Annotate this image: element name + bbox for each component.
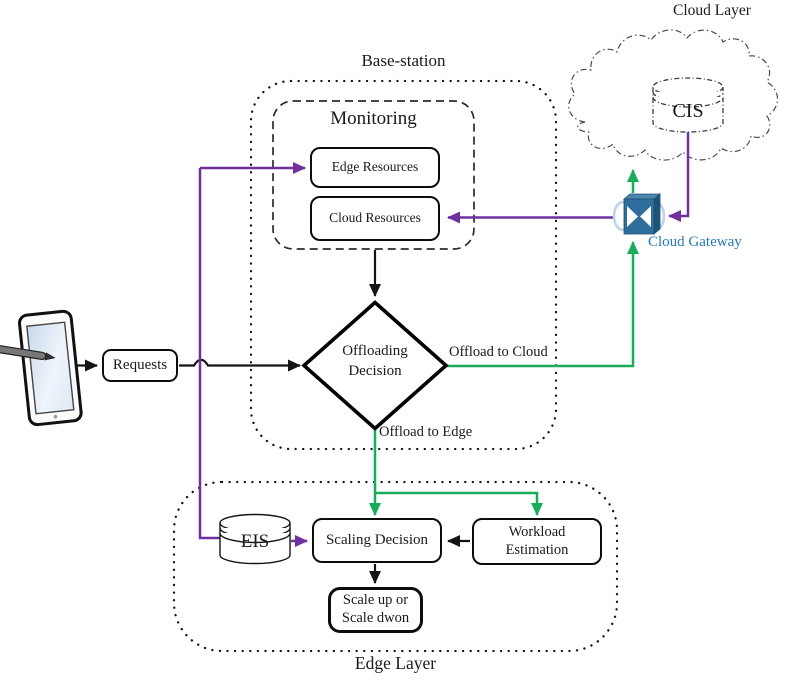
offload-to-edge-label: Offload to Edge (379, 424, 473, 440)
offload-to-cloud-label: Offload to Cloud (449, 344, 548, 360)
cis-label: CIS (672, 100, 704, 122)
cloud-layer-label: Cloud Layer (673, 2, 751, 19)
cloud-gateway-icon (612, 193, 666, 235)
stylus-icon (0, 345, 56, 361)
edge-resources-node: Edge Resources (310, 147, 440, 188)
base-station-label: Base-station (361, 51, 446, 70)
edge-layer-container (172, 480, 619, 653)
workload-estimation-node: Workload Estimation (472, 518, 602, 565)
cloud-resources-node: Cloud Resources (310, 196, 440, 241)
edge-layer-label: Edge Layer (354, 653, 437, 673)
offloading-decision-label: Offloading Decision (342, 343, 408, 379)
green-connectors (369, 169, 639, 516)
monitoring-container (272, 100, 475, 250)
monitoring-label: Monitoring (330, 108, 417, 129)
eis-label: EIS (240, 531, 270, 552)
cis-to-gateway-arrow (668, 131, 690, 222)
eis-database-icon (219, 513, 291, 565)
offload-cloud-to-gateway-arrow (445, 241, 639, 368)
cloud-gateway-label: Cloud Gateway (648, 234, 742, 250)
mobile-device-icon (0, 309, 83, 427)
offload-edge-to-workload-arrow (375, 491, 543, 516)
cis-database-icon (652, 77, 724, 133)
scale-up-down-node: Scale up or Scale dwon (328, 587, 423, 633)
requests-to-decision-arrow (179, 358, 301, 372)
scaling-decision-node: Scaling Decision (312, 518, 442, 563)
purple-connectors (198, 131, 690, 547)
offloading-decision-diamond (301, 300, 449, 431)
requests-branch-line (198, 168, 221, 540)
requests-node: Requests (102, 349, 178, 382)
